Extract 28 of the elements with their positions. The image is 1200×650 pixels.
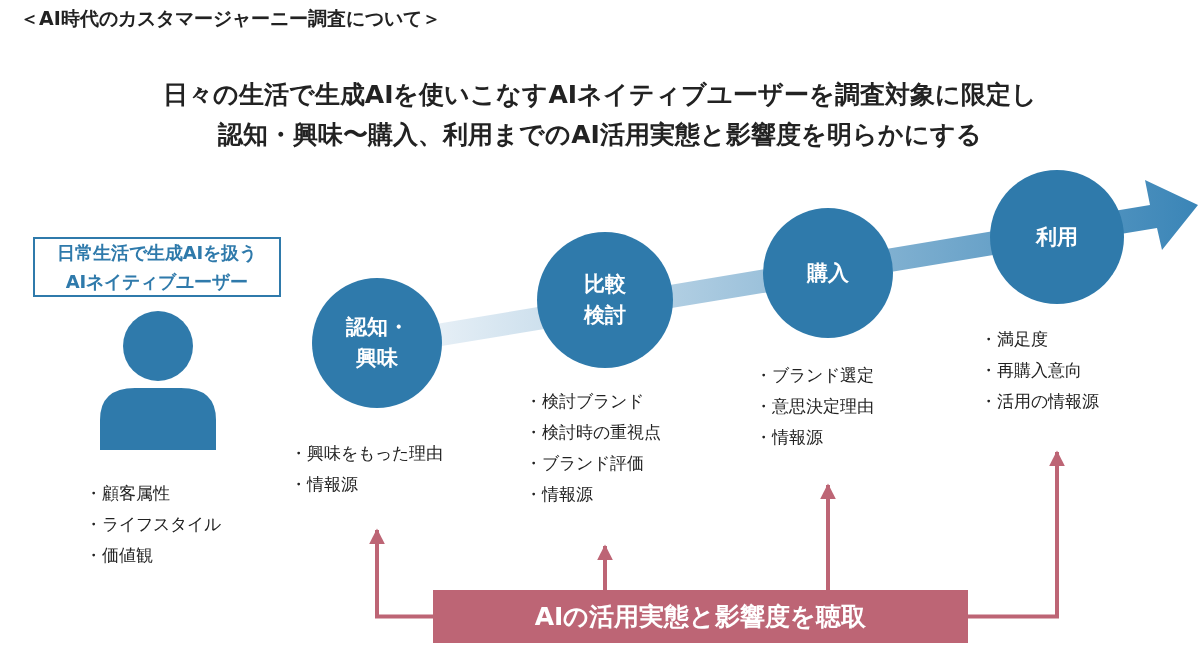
bullet-item: ・ブランド選定	[755, 364, 874, 387]
bullet-item: ・検討ブランド	[525, 390, 644, 413]
label-box: 日常生活で生成AIを扱うAIネイティブユーザー	[33, 237, 281, 297]
stage-circle: 購入	[763, 208, 893, 338]
banner-box: AIの活用実態と影響度を聴取	[433, 590, 968, 643]
bullet-item: ・再購入意向	[980, 359, 1082, 382]
arrow	[369, 528, 433, 619]
arrow	[820, 483, 836, 590]
bullet-item: ・情報源	[290, 473, 358, 496]
arrow	[968, 450, 1065, 619]
arrow	[597, 544, 613, 590]
heading-line: 認知・興味〜購入、利用までのAI活用実態と影響度を明らかにする	[217, 119, 983, 151]
bullet-item: ・ブランド評価	[525, 452, 644, 475]
bullet-item: ・興味をもった理由	[290, 442, 443, 465]
bullet-item: ・顧客属性	[85, 482, 170, 505]
stage-circle: 比較検討	[537, 232, 673, 368]
bullet-item: ・情報源	[525, 483, 593, 506]
stage-circle: 認知・興味	[312, 278, 442, 408]
bullet-item: ・価値観	[85, 544, 153, 567]
stage-circle: 利用	[990, 170, 1124, 304]
heading-line: 日々の生活で生成AIを使いこなすAIネイティブユーザーを調査対象に限定し	[161, 79, 1039, 111]
bullet-item: ・検討時の重視点	[525, 421, 661, 444]
bullet-item: ・満足度	[980, 328, 1048, 351]
bullet-item: ・情報源	[755, 426, 823, 449]
title: ＜AI時代のカスタマージャーニー調査について＞	[20, 6, 441, 31]
bullet-item: ・意思決定理由	[755, 395, 874, 418]
bullet-item: ・ライフスタイル	[85, 513, 221, 536]
bullet-item: ・活用の情報源	[980, 390, 1099, 413]
